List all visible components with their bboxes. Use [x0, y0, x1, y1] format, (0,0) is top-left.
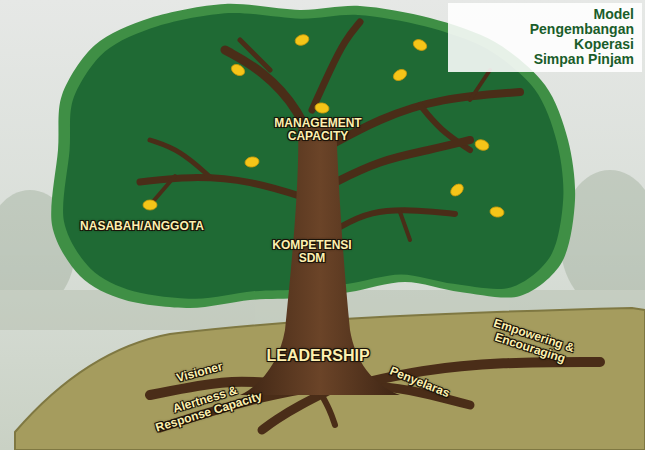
branch: [330, 140, 470, 185]
branch: [400, 212, 410, 240]
leaf: [489, 206, 505, 218]
title-box: Model Pengembangan Koperasi Simpan Pinja…: [448, 3, 642, 72]
diagram-title: Model Pengembangan Koperasi Simpan Pinja…: [522, 7, 634, 67]
tree-label: LEADERSHIP: [266, 348, 369, 365]
branch: [150, 140, 210, 177]
leaf: [448, 182, 465, 199]
tree-label: NASABAH/ANGGOTA: [80, 220, 204, 233]
tree-label: MANAGEMENT CAPACITY: [274, 117, 361, 142]
branch: [240, 40, 270, 70]
leaf: [474, 138, 491, 152]
tree-label: Alertness & Response Capacity: [147, 377, 267, 436]
leaf: [412, 38, 429, 53]
branch: [312, 22, 360, 110]
tree-label: Penyelaras: [388, 364, 451, 399]
branch: [335, 210, 455, 230]
leaf: [143, 200, 157, 210]
tree-trunk: [240, 120, 400, 395]
leaf: [391, 67, 408, 83]
tree-label: KOMPETENSI SDM: [272, 239, 351, 264]
root: [320, 392, 335, 425]
tree-label: Empowering & Encouraging: [479, 314, 586, 370]
tree-label: Visioner: [176, 360, 225, 384]
leaf: [244, 156, 260, 168]
leaf: [314, 102, 330, 114]
leaf: [294, 33, 311, 47]
leaf: [229, 62, 246, 78]
branch: [470, 70, 490, 100]
